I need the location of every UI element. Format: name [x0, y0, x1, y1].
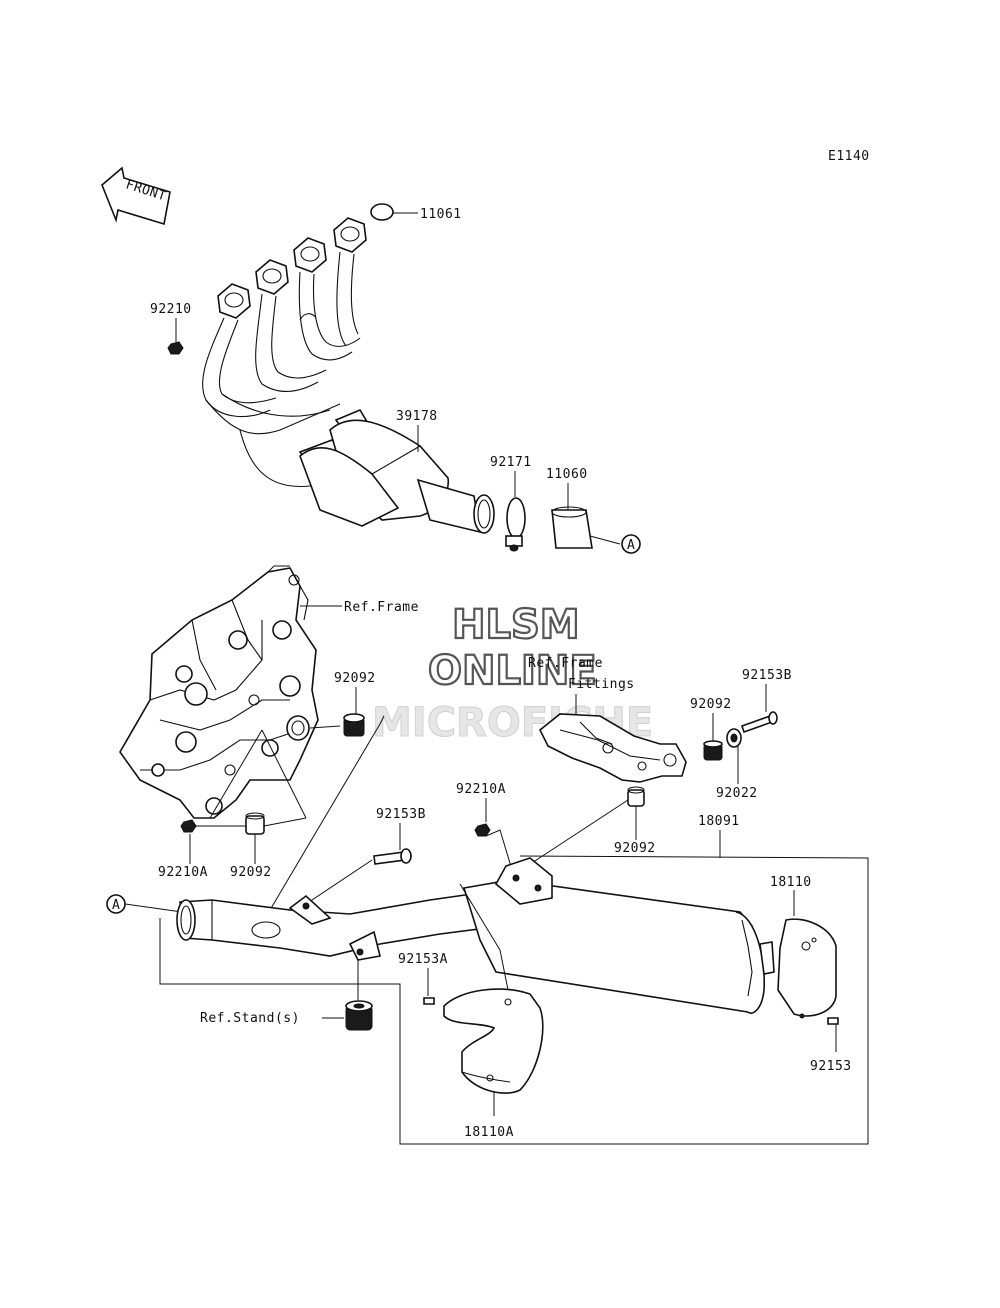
callout-92210A-b: 92210A: [158, 865, 208, 880]
bolt-92153B-a: [740, 711, 778, 734]
nut-92210: [167, 341, 184, 355]
header-flange-4: [333, 217, 367, 253]
callout-92210A-a: 92210A: [456, 782, 506, 797]
callout-92171: 92171: [490, 455, 532, 470]
damper-92092-b: [703, 740, 723, 761]
header-flange-1: [217, 283, 251, 319]
damper-92092-d: [627, 786, 645, 807]
ref-a-label-2: A: [112, 898, 120, 913]
watermark-line1: HLSM: [452, 602, 580, 648]
header-flange-2: [255, 259, 289, 295]
link-pipe: [176, 889, 503, 961]
exhaust-header-pipe: [202, 217, 495, 534]
callout-92153B-a: 92153B: [742, 668, 792, 683]
callout-39178: 39178: [396, 409, 438, 424]
stand-bushing: [345, 1000, 373, 1031]
end-cap-cover-18110: [777, 918, 837, 1019]
screw-92153: [827, 1017, 839, 1025]
callout-18110: 18110: [770, 875, 812, 890]
callout-92092-d: 92092: [614, 841, 656, 856]
ref-stand-label: Ref.Stand(s): [200, 1011, 300, 1026]
callout-92210: 92210: [150, 302, 192, 317]
frame-fittings-bracket: [538, 713, 687, 783]
bolt-92153B-b: [373, 848, 412, 865]
clamp-92171: [505, 497, 526, 552]
ref-frame-label: Ref.Frame: [344, 600, 419, 615]
muffler: [459, 857, 775, 1014]
sleeve-11060: [551, 506, 593, 549]
callout-92153: 92153: [810, 1059, 852, 1074]
ref-a-circle-1: [621, 534, 641, 554]
callout-92092-c: 92092: [230, 865, 272, 880]
watermark-line2: ONLINE: [428, 648, 597, 694]
callout-11061: 11061: [420, 207, 462, 222]
damper-92092-c: [245, 812, 265, 835]
nut-92210A-b: [180, 819, 197, 833]
frame: [119, 565, 319, 819]
header-flange-3: [293, 237, 327, 273]
damper-92092-a: [343, 713, 365, 737]
heat-cover-18110A: [443, 988, 544, 1094]
callout-92092-b: 92092: [690, 697, 732, 712]
gasket-11061: [370, 203, 394, 221]
callout-92022: 92022: [716, 786, 758, 801]
callout-18110A: 18110A: [464, 1125, 514, 1140]
callout-92153A: 92153A: [398, 952, 448, 967]
ref-frame-fittings-label-2: Fittings: [568, 677, 635, 692]
nut-92210A-a: [474, 823, 491, 837]
ref-frame-fittings-label-1: Ref.Frame: [528, 656, 603, 671]
callout-92092-a: 92092: [334, 671, 376, 686]
front-arrow-icon: FRONT: [101, 166, 171, 226]
callout-18091: 18091: [698, 814, 740, 829]
ref-a-label-1: A: [627, 538, 635, 553]
screw-92153A: [423, 997, 435, 1005]
frame-collar: [286, 715, 310, 741]
diagram-code: E1140: [828, 149, 870, 164]
callout-11060: 11060: [546, 467, 588, 482]
callout-92153B-b: 92153B: [376, 807, 426, 822]
